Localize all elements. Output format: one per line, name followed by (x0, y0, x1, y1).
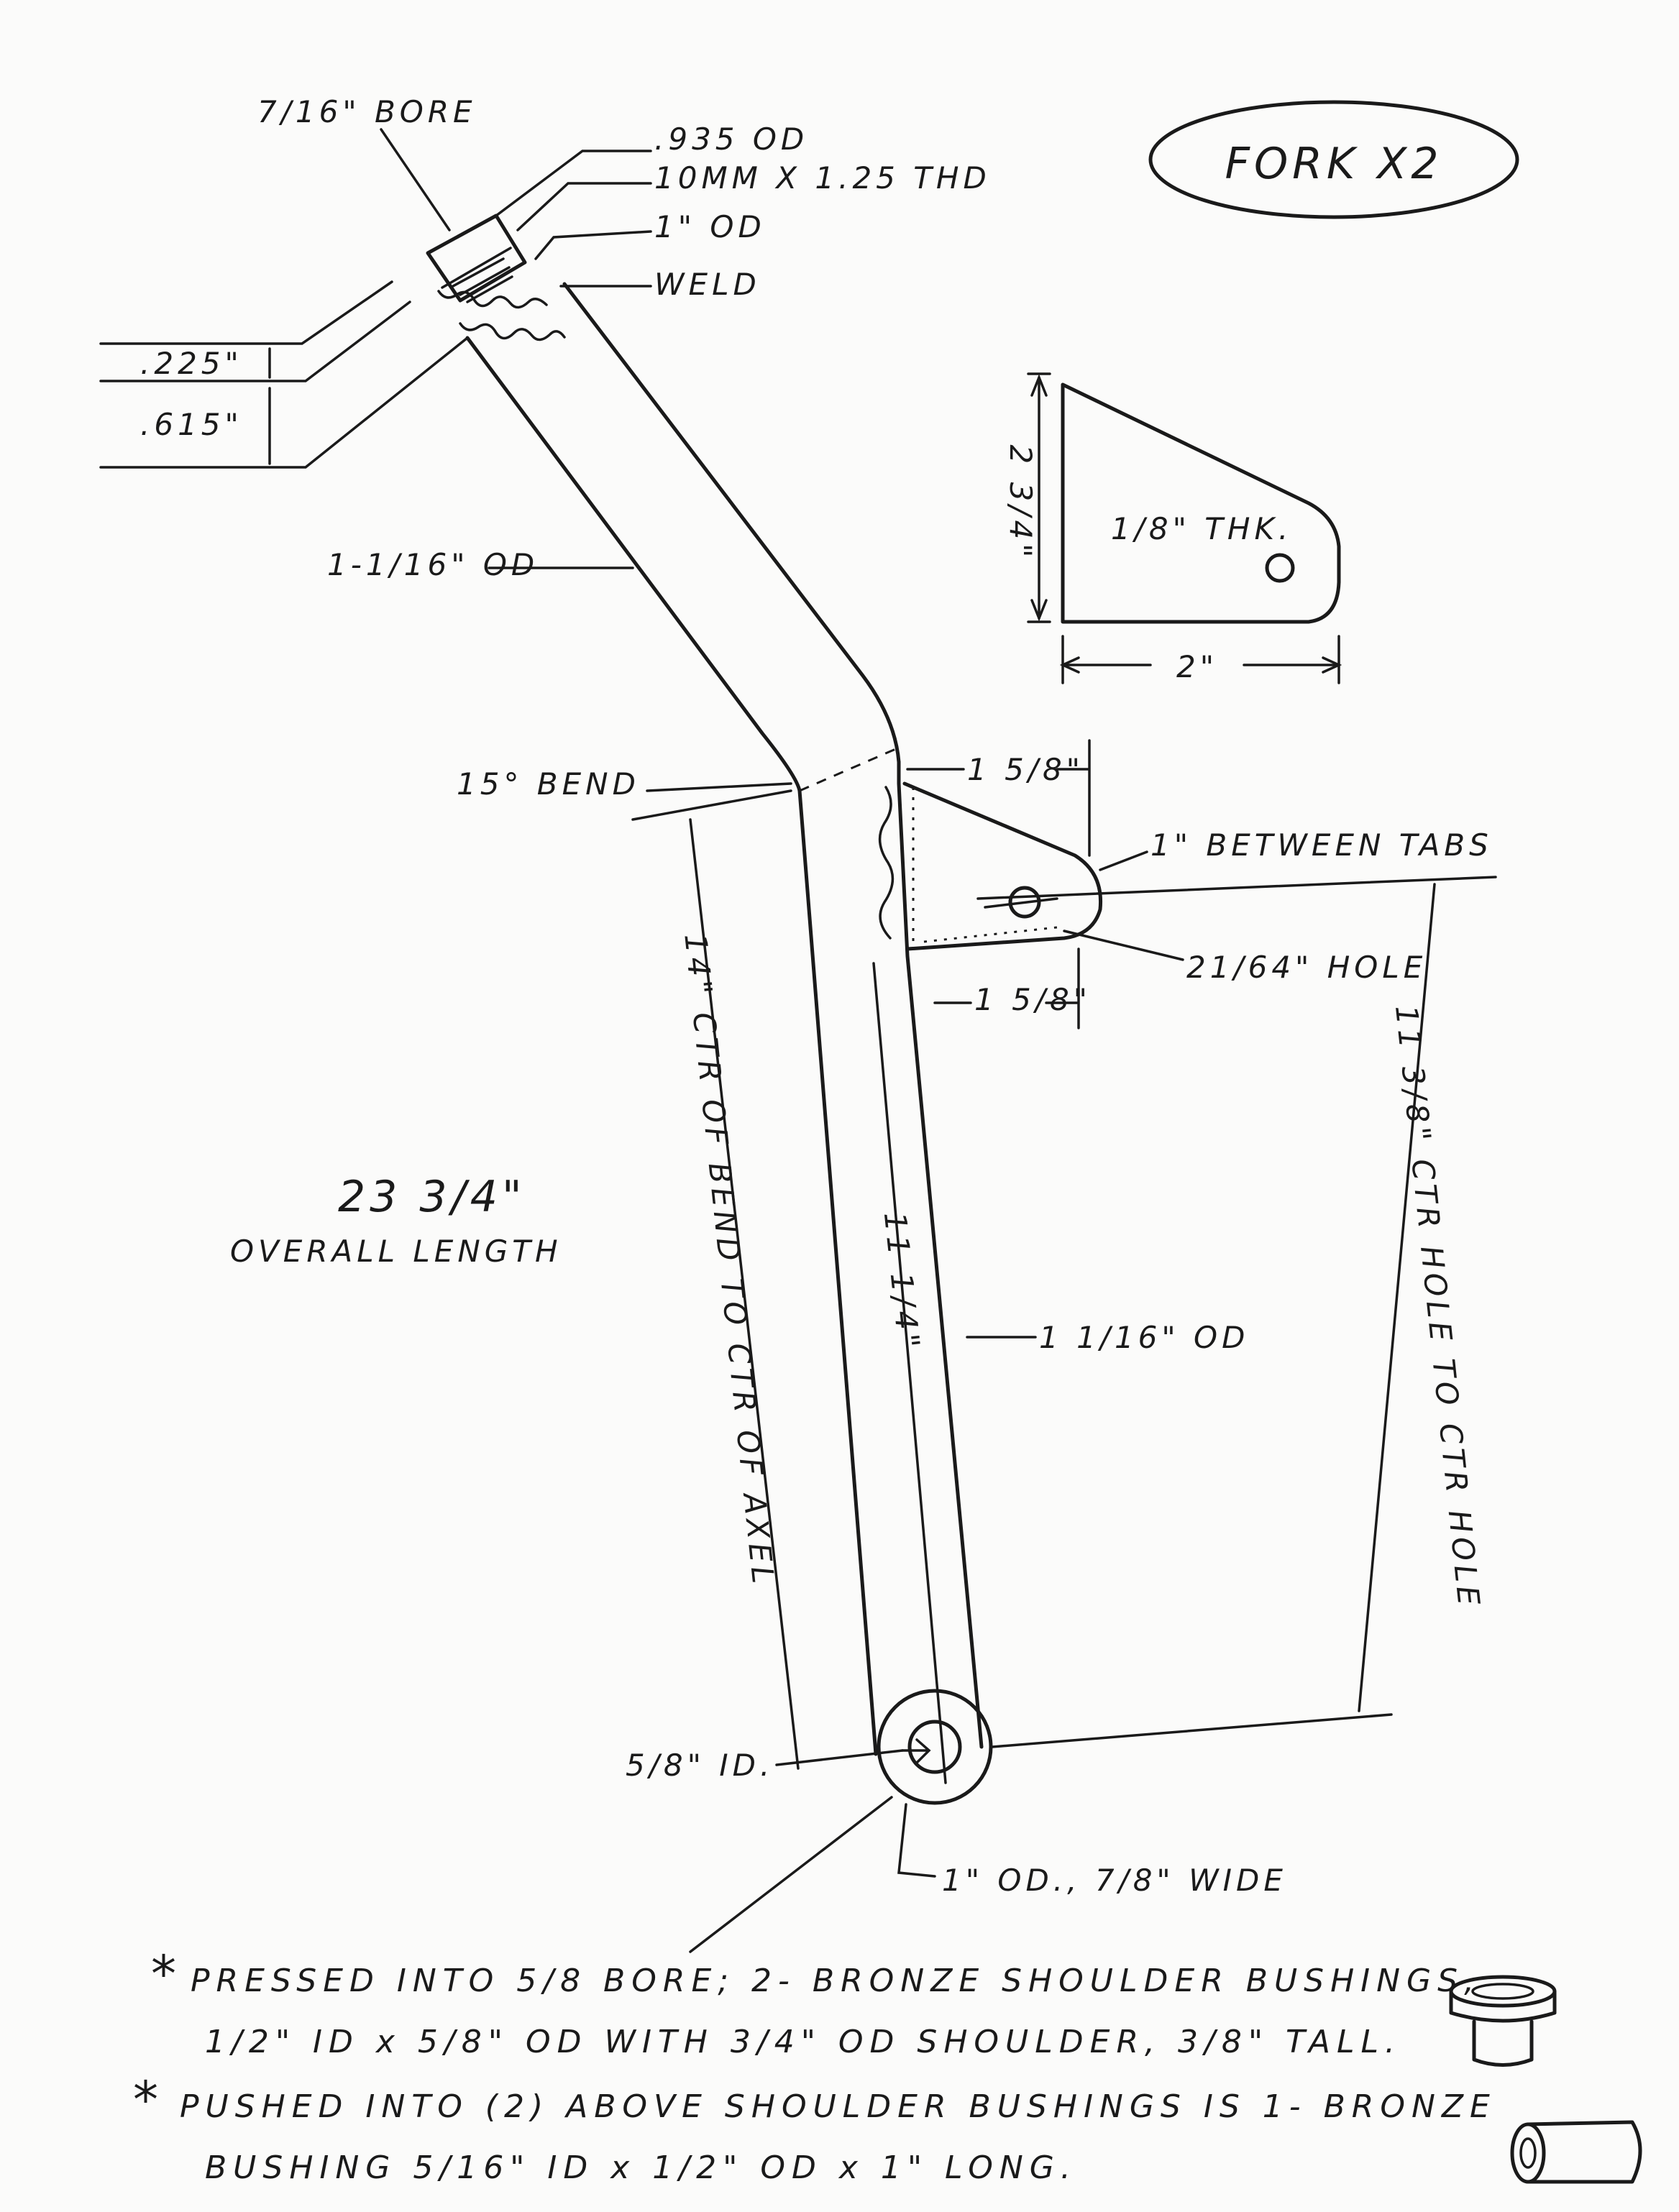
tab-width-arrows (1059, 656, 1342, 674)
tab-lower-dim-line (933, 947, 1080, 1029)
hole-to-hole-ext-top (976, 876, 1497, 900)
tab-width-dim (1061, 635, 1340, 684)
title-badge: FORK X2 (1148, 100, 1519, 219)
tab-lower-dim-label: 1 5/8" (974, 982, 1092, 1017)
axle-id-leader (775, 1749, 904, 1766)
tab-upper-dim-label: 1 5/8" (967, 752, 1084, 787)
note-2-star: * (133, 2070, 163, 2129)
hole-to-hole-label: 11 3/8" CTR HOLE TO CTR HOLE (1389, 1004, 1487, 1611)
hole-to-hole-dim (1358, 883, 1436, 1712)
tab-hole-centerline (984, 897, 1058, 909)
tab-height-dim (1027, 372, 1051, 623)
tube-lower-right-edge (897, 760, 984, 1749)
bend-label: 15° BEND (457, 766, 640, 802)
tab-weld (878, 786, 895, 940)
tab-detail-hole (1265, 553, 1295, 583)
tab-detail: 1/8" THK. 2" 2 3/4" (1003, 372, 1342, 684)
thread-hatch (452, 257, 513, 303)
note-2-line-2: BUSHING 5/16" ID x 1/2" OD x 1" LONG. (205, 2149, 1077, 2186)
thread-leader (516, 182, 652, 231)
left-dims: .225" .615" (99, 280, 469, 469)
shoulder-bushing-bore (1471, 1983, 1534, 2000)
tab-detail-outline (1061, 382, 1341, 624)
od-1-label: 1" OD (654, 209, 766, 244)
axle-id-label: 5/8" ID. (626, 1748, 774, 1783)
lower-length-label: 11 1/4" (877, 1211, 927, 1354)
note-leader (689, 1796, 893, 1953)
notes: * PRESSED INTO 5/8 BORE; 2- BRONZE SHOUL… (133, 1945, 1496, 2186)
tab-thickness-label: 1/8" THK. (1111, 511, 1292, 546)
bend-leader (646, 782, 792, 792)
overall-length-label: OVERALL LENGTH (230, 1234, 562, 1269)
between-tabs-leader (1099, 850, 1148, 871)
tab-hole (1008, 886, 1041, 919)
shoulder-bushing-sketch (1449, 1975, 1557, 2067)
tab-width-label: 2" (1176, 649, 1218, 684)
hole-label: 21/64" HOLE (1186, 950, 1427, 985)
note-1-line-1: PRESSED INTO 5/8 BORE; 2- BRONZE SHOULDE… (191, 1963, 1481, 1999)
dim-615-bottom (99, 336, 469, 469)
top-fitting (426, 214, 566, 341)
note-2-line-1: PUSHED INTO (2) ABOVE SHOULDER BUSHINGS … (180, 2088, 1496, 2125)
bore-leader (380, 128, 451, 231)
long-bushing-bore (1519, 2137, 1537, 2169)
tube-upper-right-edge (562, 282, 901, 764)
upper-od-callout: 1-1/16" OD (327, 547, 634, 582)
tab-height-arrows (1030, 374, 1048, 622)
overall-length: 23 3/4" OVERALL LENGTH (230, 1172, 562, 1269)
weld-bead-lower (459, 322, 566, 341)
note-1-line-2: 1/2" ID x 5/8" OD WITH 3/4" OD SHOULDER,… (205, 2024, 1401, 2060)
title-text: FORK X2 (1225, 139, 1442, 189)
bend-callout: 15° BEND (457, 766, 792, 802)
od-935-label: .935 OD (654, 121, 808, 157)
between-tabs-label: 1" BETWEEN TABS (1150, 827, 1493, 863)
od-935-leader (495, 150, 652, 217)
axle-od-leader (897, 1803, 936, 1878)
tab-dims: 1 5/8" 1 5/8" 1" BETWEEN TABS 21/64" HOL… (906, 739, 1493, 1029)
note-1-star: * (151, 1945, 180, 2004)
bore-label: 7/16" BORE (257, 94, 477, 129)
shoulder-bushing-body (1472, 2019, 1534, 2067)
axle-bore (907, 1720, 962, 1774)
bend-to-axle-label: 14" CTR OF BEND TO CTR OF AXEL (677, 932, 781, 1589)
thread-label: 10MM X 1.25 THD (654, 160, 991, 196)
tube-lower-left-edge (797, 789, 878, 1756)
overall-length-value: 23 3/4" (338, 1172, 526, 1222)
dim-225-bottom (99, 300, 411, 382)
dim-225-top (99, 280, 393, 345)
axle-callouts: 5/8" ID. 1" OD., 7/8" WIDE (626, 1748, 1287, 1953)
upper-od-label: 1-1/16" OD (327, 547, 539, 582)
fork-tube (465, 282, 993, 1805)
dim-615-label: .615" (140, 407, 243, 442)
shoulder-bushing-flange (1449, 1989, 1557, 2023)
bend-line (799, 746, 900, 792)
long-bushing-sketch (1510, 2120, 1642, 2184)
weld-bead-upper (437, 290, 548, 309)
tab-upper-dim-line (906, 739, 1091, 857)
bend-to-axle-dim (689, 818, 800, 1770)
hole-leader (1063, 930, 1184, 961)
long-bushing-body (1526, 2120, 1642, 2184)
tab-height-label: 2 3/4" (1003, 445, 1038, 562)
tube-upper-left-edge (465, 336, 802, 793)
tab-outline (902, 781, 1103, 951)
axle-od-label: 1" OD., 7/8" WIDE (942, 1863, 1287, 1898)
tab-hidden-bottom (923, 926, 1058, 943)
axle-pointer-arrow (901, 1738, 931, 1764)
dim-225-label: .225" (140, 346, 243, 381)
weld-label: WELD (654, 267, 761, 302)
hole-to-hole-ext-bottom (991, 1713, 1393, 1748)
mounted-tab (878, 781, 1103, 951)
fitting-shoulder (441, 247, 512, 289)
lower-length-dim (872, 962, 947, 1784)
od-1-leader (534, 230, 652, 260)
title-oval (1148, 100, 1519, 219)
long-bushing-end (1510, 2122, 1546, 2184)
lower-od-label: 1 1/16" OD (1039, 1320, 1249, 1355)
top-callouts: 7/16" BORE .935 OD 10MM X 1.25 THD 1" OD… (257, 94, 991, 302)
axle-boss (877, 1689, 993, 1805)
bend-to-axle-ext-top (631, 789, 792, 821)
